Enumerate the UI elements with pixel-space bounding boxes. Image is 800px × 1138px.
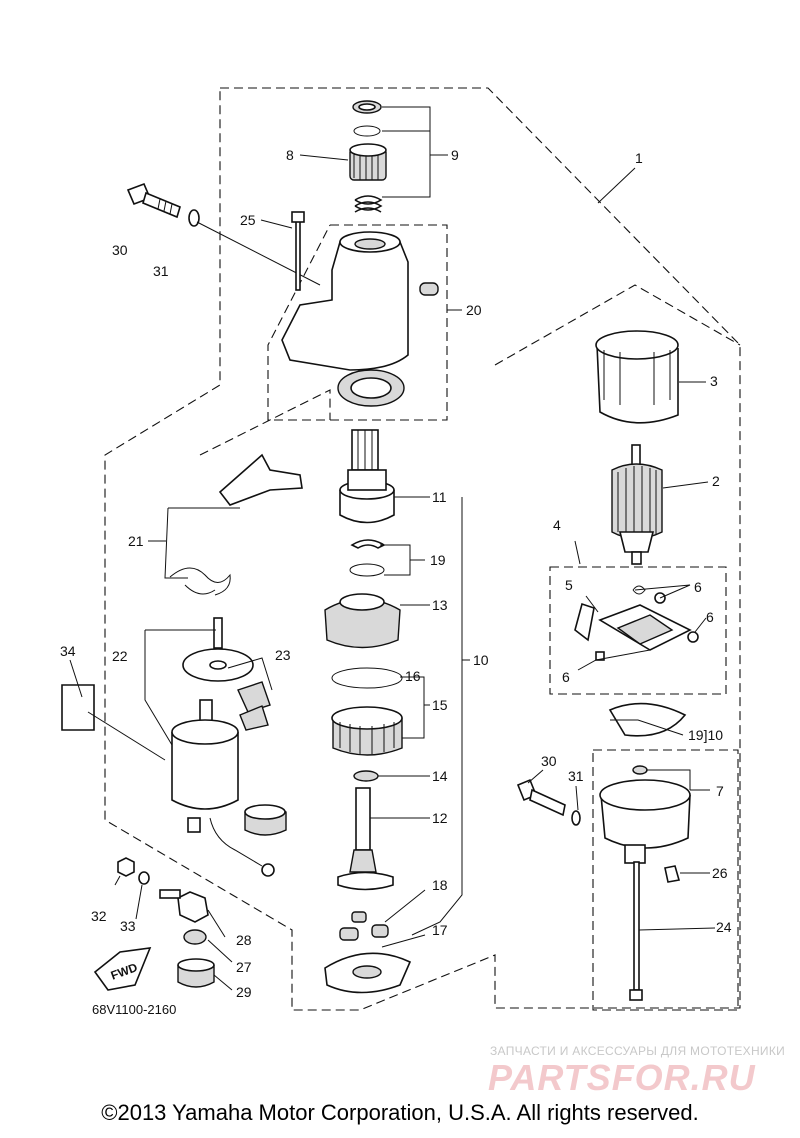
bolt-30-top [126,182,321,286]
callout-21: 21 [128,533,144,549]
rear-cover-assembly [516,702,691,1001]
callout-22: 22 [112,648,128,664]
callout-14: 14 [432,768,448,784]
yoke-boundary [494,284,741,366]
callout-10b: 19]10 [688,727,723,743]
leader-lines [69,106,716,991]
callout-32: 32 [91,908,107,924]
brush-holder-boundary [549,566,727,695]
callout-4: 4 [553,517,561,533]
yoke [595,330,679,424]
callout-12: 12 [432,810,448,826]
callout-24: 24 [716,919,732,935]
callout-20: 20 [466,302,482,318]
rear-cover-boundary [592,749,739,1011]
armature [611,444,663,565]
callout-25: 25 [240,212,256,228]
callout-15: 15 [432,697,448,713]
callout-3: 3 [710,373,718,389]
callout-labels: 1 2 3 4 5 6 6 6 7 8 9 10 19]10 11 12 13 … [60,147,732,1000]
callout-31a: 31 [153,263,169,279]
callout-9: 9 [451,147,459,163]
callout-16: 16 [405,668,421,684]
callout-31b: 31 [568,768,584,784]
watermark-logo: PARTSFOR.RU [488,1057,756,1098]
callout-26: 26 [712,865,728,881]
callout-23: 23 [275,647,291,663]
callout-19: 19 [430,552,446,568]
copyright-notice: ©2013 Yamaha Motor Corporation, U.S.A. A… [101,1100,699,1125]
callout-8: 8 [286,147,294,163]
left-assembly [61,453,303,877]
callout-6c: 6 [562,669,570,685]
callout-1: 1 [635,150,643,166]
callout-27: 27 [236,959,252,975]
callout-6b: 6 [706,609,714,625]
part-code: 68V1100-2160 [92,1002,176,1017]
assembly-boundary [104,87,741,1011]
callout-13: 13 [432,597,448,613]
callout-30b: 30 [541,753,557,769]
callout-34: 34 [60,643,76,659]
drive-column [324,429,412,994]
pinion-stack [349,100,387,213]
front-cover-boundary [267,224,448,421]
callout-2: 2 [712,473,720,489]
callout-11: 11 [432,489,447,505]
callout-7: 7 [716,783,724,799]
callout-6a: 6 [694,579,702,595]
callout-28: 28 [236,932,252,948]
callout-17: 17 [432,922,448,938]
exploded-parts-diagram: 1 2 3 4 5 6 6 6 7 8 9 10 19]10 11 12 13 … [60,87,741,1017]
callout-10a: 10 [473,652,489,668]
callout-29: 29 [236,984,252,1000]
drive-boundary [199,389,331,456]
callout-18: 18 [432,877,448,893]
lower-left-parts [93,857,215,991]
watermark-subtitle: ЗАПЧАСТИ И АКСЕССУАРЫ ДЛЯ МОТОТЕХНИКИ [490,1044,786,1058]
callout-5: 5 [565,577,573,593]
callout-30a: 30 [112,242,128,258]
callout-33: 33 [120,918,136,934]
front-cover [281,211,439,407]
brush-holder [574,585,699,661]
